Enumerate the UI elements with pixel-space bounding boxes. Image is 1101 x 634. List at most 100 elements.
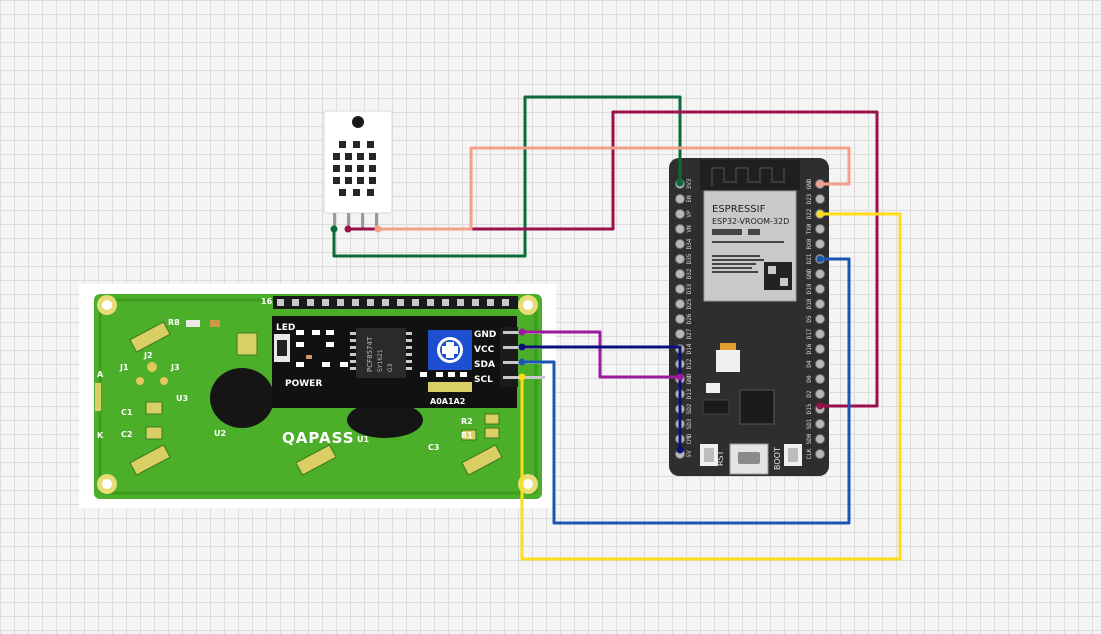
esp32-pin-en[interactable]: [675, 194, 685, 204]
esp32-pin-d5[interactable]: [815, 314, 825, 324]
wire-dht-data-d2[interactable]: [348, 110, 879, 408]
wire-endpoint: [518, 373, 526, 381]
esp32-boot-button[interactable]: [784, 444, 802, 466]
esp32-pin-d35[interactable]: [675, 254, 685, 264]
esp32-pin-d2[interactable]: [815, 389, 825, 399]
esp32-pin-label-cmd: CMD: [686, 433, 693, 444]
esp32-pin-d0[interactable]: [815, 374, 825, 384]
esp32-pin-d27[interactable]: [675, 329, 685, 339]
esp32-pin-label-d0: D0: [806, 375, 813, 383]
esp32-pin-label-sd0: SD0: [806, 433, 813, 444]
wire-endpoint: [518, 358, 526, 366]
esp32-pin-label-d5: D5: [806, 315, 813, 323]
esp32-pin-label-sd3: SD3: [686, 418, 693, 429]
label-a: A: [97, 370, 104, 379]
wire-lcd-scl[interactable]: [520, 212, 902, 561]
wire-endpoint: [816, 210, 824, 218]
contrast-potentiometer[interactable]: [428, 330, 472, 370]
esp32-usb-uart-chip: [739, 389, 775, 425]
esp32-pin-label-d26: D26: [686, 313, 693, 324]
i2c-pin-scl-label: SCL: [474, 375, 493, 385]
label-r1: R1: [461, 431, 473, 440]
esp32-pin-label-d25: D25: [686, 298, 693, 309]
esp32-pin-tx0[interactable]: [815, 224, 825, 234]
esp32-pin-d25[interactable]: [675, 299, 685, 309]
esp32-boot-label: BOOT: [773, 447, 782, 470]
esp32-pin-label-gnd: GND: [806, 178, 813, 189]
esp32-pin-label-d34: D34: [686, 238, 693, 249]
chip-text-line1: PCF8574T: [366, 336, 374, 372]
wire-endpoint: [518, 343, 526, 351]
wire-lcd-gnd[interactable]: [522, 330, 680, 379]
lcd-controller-blob-u2: [210, 368, 274, 428]
esp32-pin-d34[interactable]: [675, 239, 685, 249]
esp32-pin-label-d27: D27: [686, 328, 693, 339]
esp32-pin-label-3v3: 3V3: [686, 178, 693, 189]
esp32-rst-button[interactable]: [700, 444, 718, 466]
esp32-pin-d18[interactable]: [815, 299, 825, 309]
esp32-pin-d17[interactable]: [815, 329, 825, 339]
wire-dht-gnd[interactable]: [378, 146, 851, 231]
i2c-power-label: POWER: [285, 379, 322, 389]
wire-endpoint: [374, 225, 382, 233]
esp32-pin-label-tx0: TX0: [806, 223, 813, 234]
label-c1: C1: [121, 408, 133, 417]
esp32-devkit[interactable]: ESPRESSIF ESP32-VROOM-32D RST BOOT: [669, 158, 829, 476]
esp32-brand-label: ESPRESSIF: [712, 204, 766, 215]
esp32-pin-label-d4: D4: [806, 360, 813, 368]
wire-endpoint: [676, 179, 684, 187]
esp32-pin-d16[interactable]: [815, 344, 825, 354]
label-c3: C3: [428, 443, 439, 452]
label-c2: C2: [121, 430, 132, 439]
lcd-brand-label: QAPASS: [282, 429, 355, 447]
label-u1: U1: [357, 435, 369, 444]
lcd-solder-pads: [129, 321, 503, 476]
label-j2: J2: [143, 351, 153, 360]
label-j3: J3: [170, 363, 180, 372]
esp32-pin-d33[interactable]: [675, 284, 685, 294]
esp32-pin-vp[interactable]: [675, 209, 685, 219]
esp32-regulator: [716, 350, 740, 372]
esp32-pin-label-en: EN: [686, 195, 693, 203]
esp32-pin-rx0[interactable]: [815, 239, 825, 249]
label-k: K: [97, 431, 104, 440]
wire-endpoint: [344, 225, 352, 233]
i2c-led-label: LED: [276, 323, 295, 333]
esp32-pin-sd0[interactable]: [815, 434, 825, 444]
esp32-pin-label-vn: VN: [686, 225, 693, 233]
esp32-pin-label-gnd: GND: [806, 268, 813, 279]
esp32-pin-label-gnd: GND: [686, 373, 693, 384]
esp32-pin-d32[interactable]: [675, 269, 685, 279]
wire-endpoint: [676, 446, 684, 454]
esp32-pin-label-d2: D2: [806, 390, 813, 398]
esp32-pin-clk[interactable]: [815, 449, 825, 459]
dht22-housing: [323, 110, 393, 214]
esp32-pin-label-sd1: SD1: [806, 418, 813, 429]
dht22-sensor[interactable]: [323, 110, 393, 230]
wire-endpoint: [816, 255, 824, 263]
esp32-pin-vn[interactable]: [675, 224, 685, 234]
esp32-pin-gnd[interactable]: [815, 269, 825, 279]
wire-endpoint: [816, 180, 824, 188]
i2c-backpack-module[interactable]: LED POWER PCF8574T SY1621 G3: [272, 316, 545, 408]
esp32-pin-d23[interactable]: [815, 194, 825, 204]
esp32-pin-sd1[interactable]: [815, 419, 825, 429]
wire-endpoint: [816, 402, 824, 410]
i2c-pin-gnd-label: GND: [474, 330, 496, 340]
esp32-pin-label-d21: D21: [806, 253, 813, 264]
esp32-pin-label-5v: 5V: [686, 450, 693, 458]
esp32-pin-d4[interactable]: [815, 359, 825, 369]
esp32-pin-label-rx0: RX0: [806, 238, 813, 249]
i2c-pin-vcc-label: VCC: [474, 345, 495, 355]
wire-lcd-vcc[interactable]: [522, 345, 682, 450]
label-u3: U3: [176, 394, 188, 403]
esp32-pin-label-d17: D17: [806, 328, 813, 339]
esp32-pin-d19[interactable]: [815, 284, 825, 294]
dht22-grille: [333, 141, 376, 196]
esp32-pin-label-vp: VP: [686, 210, 693, 218]
esp32-pin-d26[interactable]: [675, 314, 685, 324]
wire-lcd-sda[interactable]: [522, 257, 851, 525]
wires: [330, 95, 902, 561]
esp32-pin-label-sd2: SD2: [686, 403, 693, 414]
